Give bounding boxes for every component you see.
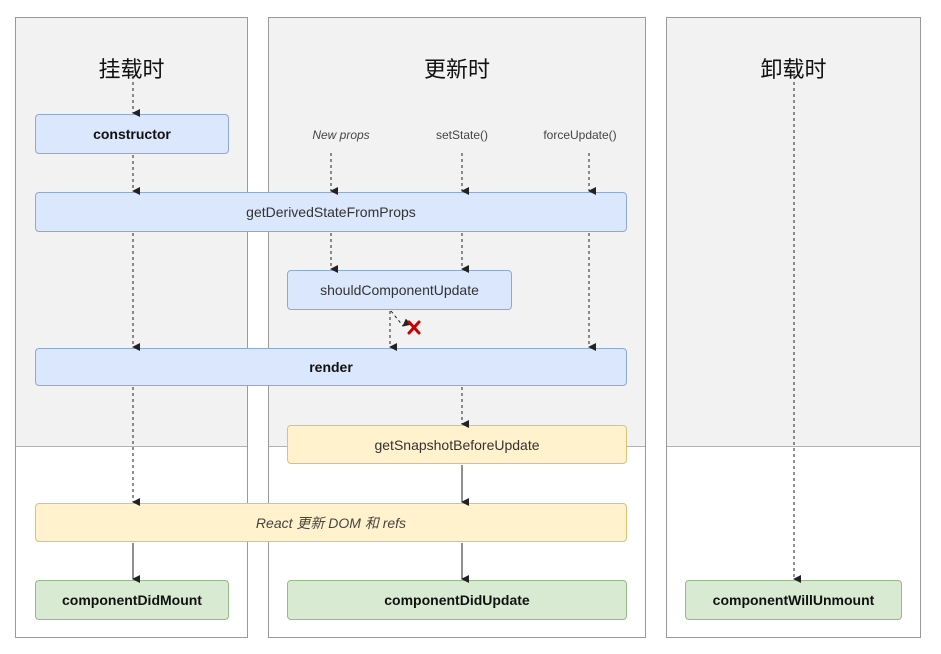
mount-phase-title: 挂载时 [98, 58, 165, 83]
should-update-box: shouldComponentUpdate [287, 270, 512, 310]
component-will-unmount-box: componentWillUnmount [685, 580, 902, 620]
trigger-set-state: setState() [435, 128, 489, 142]
component-did-mount-box: componentDidMount [35, 580, 229, 620]
trigger-force-update: forceUpdate() [543, 128, 617, 142]
render-box: render [35, 348, 627, 386]
arrow-should-reject [390, 310, 411, 327]
cross-icon [407, 320, 421, 335]
unmount-phase-title: 卸载时 [760, 58, 827, 83]
component-did-update-box: componentDidUpdate [287, 580, 627, 620]
constructor-box: constructor [35, 114, 229, 154]
react-update-dom-box: React 更新 DOM 和 refs [35, 503, 627, 542]
trigger-new-props: New props [312, 128, 370, 142]
get-derived-state-box: getDerivedStateFromProps [35, 192, 627, 232]
get-snapshot-box: getSnapshotBeforeUpdate [287, 425, 627, 464]
update-phase-title: 更新时 [423, 58, 490, 83]
